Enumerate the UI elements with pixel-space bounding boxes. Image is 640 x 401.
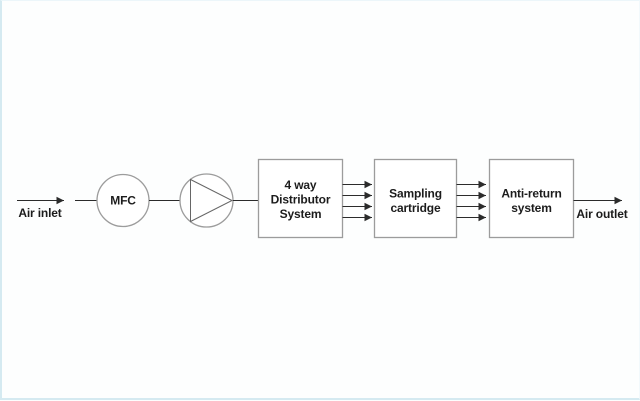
sampling-cartridge-label-line1: Sampling [389, 187, 442, 201]
anti-return-label-line1: Anti-return [501, 187, 561, 201]
distributor-label-line2: Distributor [271, 193, 331, 207]
pump-node [179, 173, 234, 228]
distributor-label-line1: 4 way [285, 178, 317, 192]
pump-triangle-icon [190, 178, 234, 223]
distributor-box-outline [257, 158, 344, 239]
sampling-cartridge-box: Sampling cartridge [373, 158, 458, 239]
sampling-cartridge-label-line2: cartridge [390, 201, 440, 215]
parallel-arrows-distributor-to-sampling [342, 180, 372, 222]
air-inlet-label: Air inlet [18, 206, 61, 220]
parallel-arrows-sampling-to-antireturn [456, 180, 486, 222]
anti-return-box: Anti-return system [488, 158, 575, 239]
pump-circle [179, 173, 234, 228]
sampling-cartridge-box-outline [373, 158, 458, 239]
distributor-label-line3: System [280, 207, 322, 221]
air-outlet-label: Air outlet [576, 207, 627, 221]
distributor-box: 4 way Distributor System [257, 158, 344, 239]
anti-return-label-line2: system [511, 201, 551, 215]
anti-return-box-outline [488, 158, 575, 239]
mfc-label: MFC [110, 194, 136, 208]
